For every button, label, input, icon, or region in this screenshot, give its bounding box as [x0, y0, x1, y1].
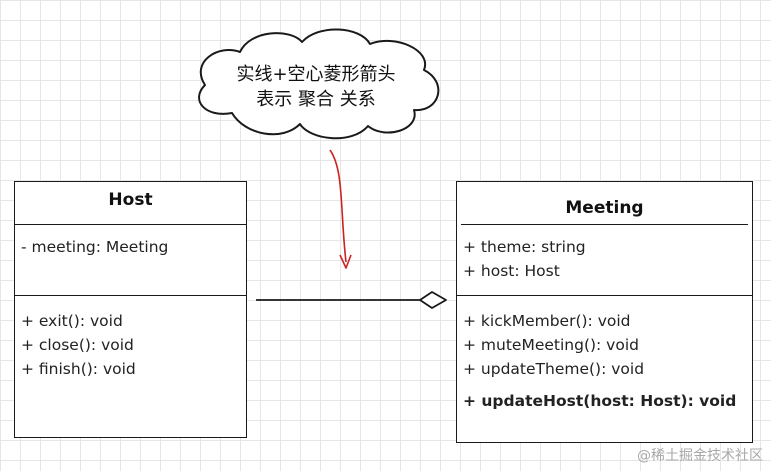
attribute-theme: + theme: string [463, 238, 586, 256]
class-host[interactable]: Host - meeting: Meeting + exit(): void +… [14, 181, 247, 438]
attribute-host: + host: Host [463, 262, 560, 280]
class-divider [15, 224, 246, 225]
attribute-meeting: - meeting: Meeting [21, 238, 169, 256]
aggregation-diamond [419, 291, 447, 309]
callout-arrow-head [339, 254, 352, 269]
method-kick-member: + kickMember(): void [463, 312, 631, 330]
cloud-callout [198, 28, 440, 140]
method-mute-meeting: + muteMeeting(): void [463, 336, 639, 354]
class-title: Host [108, 190, 153, 210]
class-divider [457, 295, 752, 296]
class-meeting[interactable]: Meeting + theme: string + host: Host + k… [456, 181, 753, 443]
callout-arrow-line [329, 149, 347, 263]
method-update-host: + updateHost(host: Host): void [463, 392, 737, 410]
class-title: Meeting [565, 198, 644, 218]
method-update-theme: + updateTheme(): void [463, 360, 645, 378]
method-close: + close(): void [21, 336, 134, 354]
callout-text-line1: 实线+空心菱形箭头 [236, 64, 396, 85]
watermark: @稀土掘金技术社区 [637, 448, 763, 464]
method-exit: + exit(): void [21, 312, 123, 330]
class-divider [15, 295, 246, 296]
class-divider [461, 224, 748, 225]
method-finish: + finish(): void [21, 360, 136, 378]
callout-text-line2: 表示 聚合 关系 [256, 89, 376, 110]
